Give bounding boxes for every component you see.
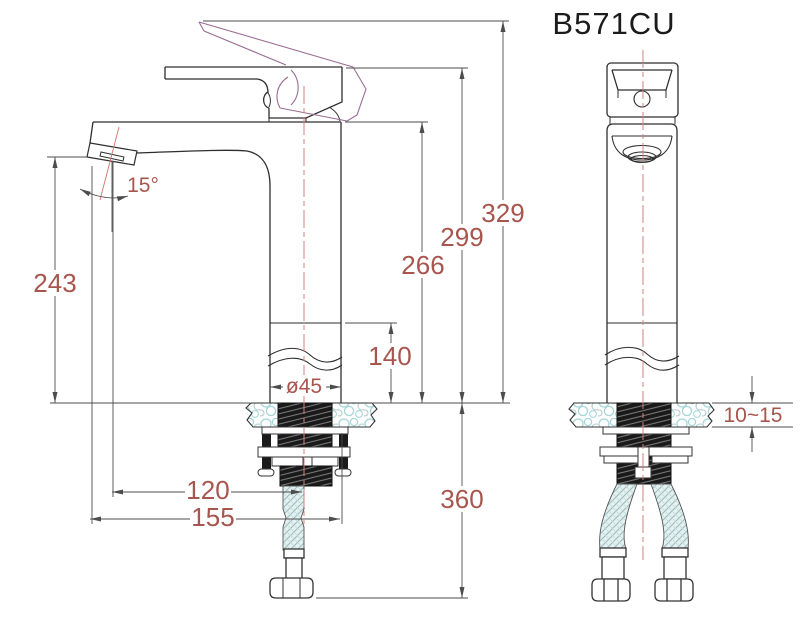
dim-360-label: 360 <box>440 484 483 514</box>
front-view <box>568 62 715 602</box>
model-title: B571CU <box>552 6 675 41</box>
handle-button <box>633 90 651 108</box>
dim-266-label: 266 <box>401 250 444 280</box>
dim-155-label: 155 <box>191 502 234 532</box>
supply-hoses-front <box>591 483 694 602</box>
dim-299-label: 299 <box>440 222 483 252</box>
dim-120-label: 120 <box>186 475 229 505</box>
hex-nut-left <box>591 578 631 602</box>
supply-hose <box>269 485 314 599</box>
hex-nut-right <box>654 578 694 602</box>
dim-243-label: 243 <box>33 268 76 298</box>
front-spout-rings <box>611 135 673 163</box>
mounting-hardware-front <box>599 402 693 485</box>
aerator-axis <box>99 126 120 201</box>
dim-angle-label: 15° <box>127 174 159 197</box>
hex-nut <box>269 577 314 599</box>
body-break-wave <box>267 347 343 371</box>
dimension-text-backing <box>33 200 792 530</box>
angle-arc <box>79 188 129 202</box>
handle-lever <box>164 66 343 122</box>
dim-140-label: 140 <box>368 341 411 371</box>
dim-45-label: ø45 <box>286 375 322 398</box>
spout-body-outline <box>89 121 342 403</box>
front-handle-block <box>606 62 679 124</box>
aerator <box>86 142 138 166</box>
handle-raised-outline <box>198 21 367 122</box>
mounting-hardware <box>257 402 352 487</box>
dim-deck-label: 10~15 <box>724 404 783 427</box>
side-view <box>86 21 378 599</box>
centerlines <box>99 50 644 560</box>
front-body <box>604 123 680 403</box>
dim-329-label: 329 <box>481 198 524 228</box>
